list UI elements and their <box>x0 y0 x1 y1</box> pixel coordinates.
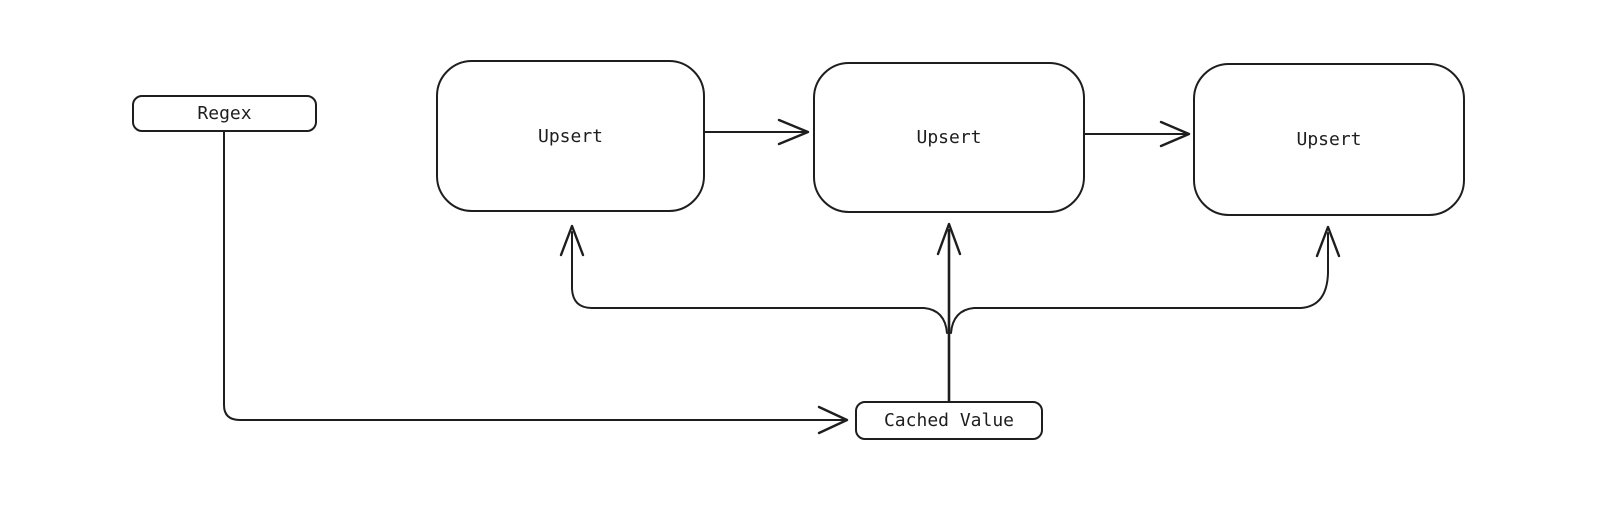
node-upsert-3-label: Upsert <box>1296 129 1362 150</box>
node-upsert-3: Upsert <box>1193 63 1465 216</box>
node-cached-value-label: Cached Value <box>883 410 1015 431</box>
node-regex: Regex <box>132 95 317 132</box>
edge-upsert-2-to-upsert-3 <box>1084 120 1191 148</box>
edge-regex-to-cached-value <box>223 131 849 435</box>
node-upsert-1: Upsert <box>436 60 705 212</box>
edge-cached-value-to-upsert-2 <box>936 222 962 403</box>
node-regex-label: Regex <box>197 103 252 124</box>
node-upsert-2: Upsert <box>813 62 1085 213</box>
node-cached-value: Cached Value <box>855 401 1043 440</box>
node-upsert-2-label: Upsert <box>916 127 982 148</box>
edge-cached-value-to-upsert-1 <box>559 224 948 334</box>
edge-cached-value-to-upsert-3 <box>950 225 1341 334</box>
node-upsert-1-label: Upsert <box>537 125 604 147</box>
edge-upsert-1-to-upsert-2 <box>704 118 810 146</box>
